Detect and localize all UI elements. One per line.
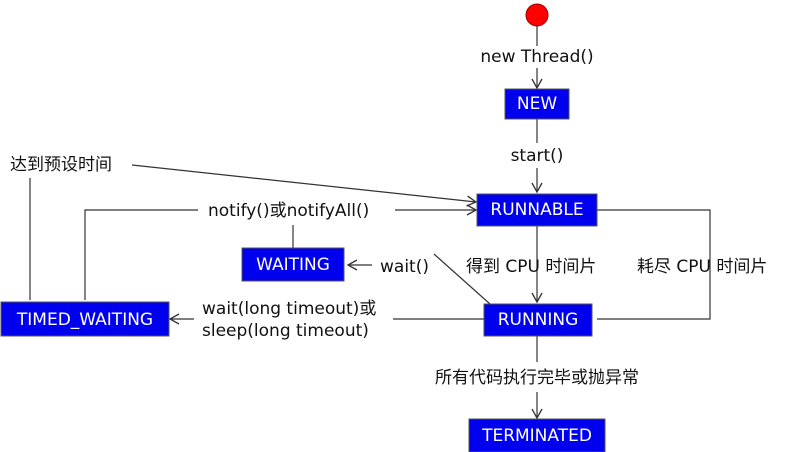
- state-waiting: WAITING: [241, 247, 345, 282]
- edge-preset-time-to-runnable: [131, 164, 478, 207]
- state-terminated: TERMINATED: [468, 418, 606, 452]
- state-timed-waiting: TIMED_WAITING: [0, 301, 170, 337]
- label-get-cpu: 得到 CPU 时间片: [466, 257, 596, 277]
- label-timed-wait-line1: wait(long timeout)或: [202, 299, 376, 319]
- start-node: [525, 3, 549, 27]
- state-terminated-label: TERMINATED: [481, 426, 592, 446]
- state-timed-waiting-label: TIMED_WAITING: [16, 310, 153, 330]
- state-runnable: RUNNABLE: [476, 193, 598, 227]
- state-new-label: NEW: [517, 94, 557, 114]
- edge-running-to-runnable: [578, 204, 711, 320]
- edge-timed-waiting-to-notify: [84, 209, 198, 300]
- state-runnable-label: RUNNABLE: [490, 200, 583, 220]
- state-new: NEW: [504, 88, 570, 120]
- label-new-thread: new Thread(): [480, 47, 593, 67]
- state-running-label: RUNNING: [498, 310, 579, 330]
- label-cpu-exhausted: 耗尽 CPU 时间片: [637, 257, 767, 277]
- label-reach-preset-time: 达到预设时间: [10, 155, 112, 175]
- label-start: start(): [511, 146, 564, 166]
- state-running: RUNNING: [483, 303, 593, 337]
- label-timed-wait-line2: sleep(long timeout): [202, 321, 369, 341]
- label-finished: 所有代码执行完毕或抛异常: [435, 368, 639, 388]
- edge-running-to-waiting: [433, 253, 491, 305]
- label-wait: wait(): [380, 257, 429, 277]
- state-waiting-label: WAITING: [256, 255, 330, 275]
- label-notify: notify()或notifyAll(): [208, 201, 369, 221]
